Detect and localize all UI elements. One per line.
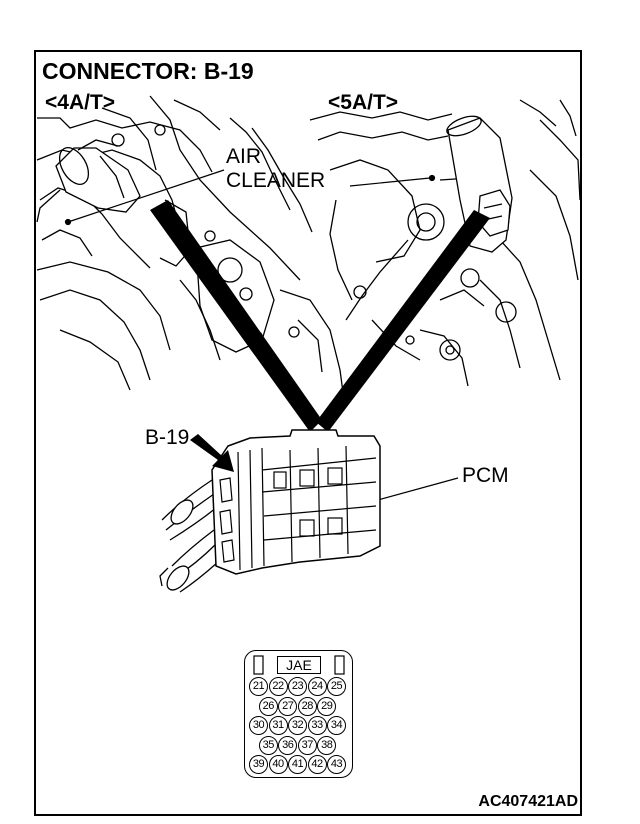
connector-pin: 22 — [268, 677, 288, 696]
connector-pin: 39 — [249, 755, 268, 774]
figure-id: AC407421AD — [478, 793, 578, 810]
pcm-module — [211, 429, 381, 575]
leader-wedge-5at — [316, 210, 490, 432]
connector-pin: 31 — [268, 716, 288, 735]
connector-pin: 36 — [278, 735, 298, 755]
pcm-harness — [159, 479, 219, 593]
connector-pin: 26 — [258, 696, 278, 716]
connector-pointer-arrow — [190, 434, 234, 472]
connector-face-outline — [244, 650, 353, 778]
connector-pin: 21 — [249, 677, 268, 696]
connector-pin: 29 — [317, 696, 337, 716]
connector-pin: 38 — [317, 735, 337, 755]
variant-4at-label: <4A/T> — [45, 91, 116, 114]
connector-type-label: JAE — [277, 656, 321, 674]
connector-pin: 24 — [307, 677, 327, 696]
pcm-label: PCM — [462, 464, 509, 487]
connector-pin: 34 — [327, 716, 346, 735]
connector-pin: 27 — [278, 696, 298, 716]
variant-5at-label: <5A/T> — [328, 91, 399, 114]
air-cleaner-label-line1: AIR — [226, 145, 262, 168]
connector-pin: 25 — [327, 677, 346, 696]
connector-pin: 40 — [268, 755, 288, 774]
connector-pin: 30 — [249, 716, 268, 735]
connector-pin: 28 — [297, 696, 317, 716]
connector-pin: 32 — [288, 716, 307, 735]
connector-pin: 35 — [258, 735, 278, 755]
engine-bay-5at — [309, 99, 581, 387]
connector-pin: 23 — [288, 677, 307, 696]
air-cleaner-4at — [36, 139, 141, 223]
air-cleaner-5at — [446, 115, 513, 253]
leader-wedge-4at — [150, 200, 322, 432]
pcm-leader — [377, 477, 459, 501]
diagram-title: CONNECTOR: B-19 — [42, 58, 254, 84]
connector-pin: 41 — [288, 755, 307, 774]
connector-pin: 42 — [307, 755, 327, 774]
air-cleaner-leader-4at — [67, 169, 225, 223]
diagram-frame — [34, 50, 582, 816]
connector-pin: 37 — [297, 735, 317, 755]
air-cleaner-label-line2: CLEANER — [226, 169, 326, 192]
air-cleaner-leader-5at — [349, 177, 431, 187]
connector-callout-label: B-19 — [145, 426, 190, 449]
connector-pin: 33 — [307, 716, 327, 735]
connector-pin: 43 — [327, 755, 346, 774]
